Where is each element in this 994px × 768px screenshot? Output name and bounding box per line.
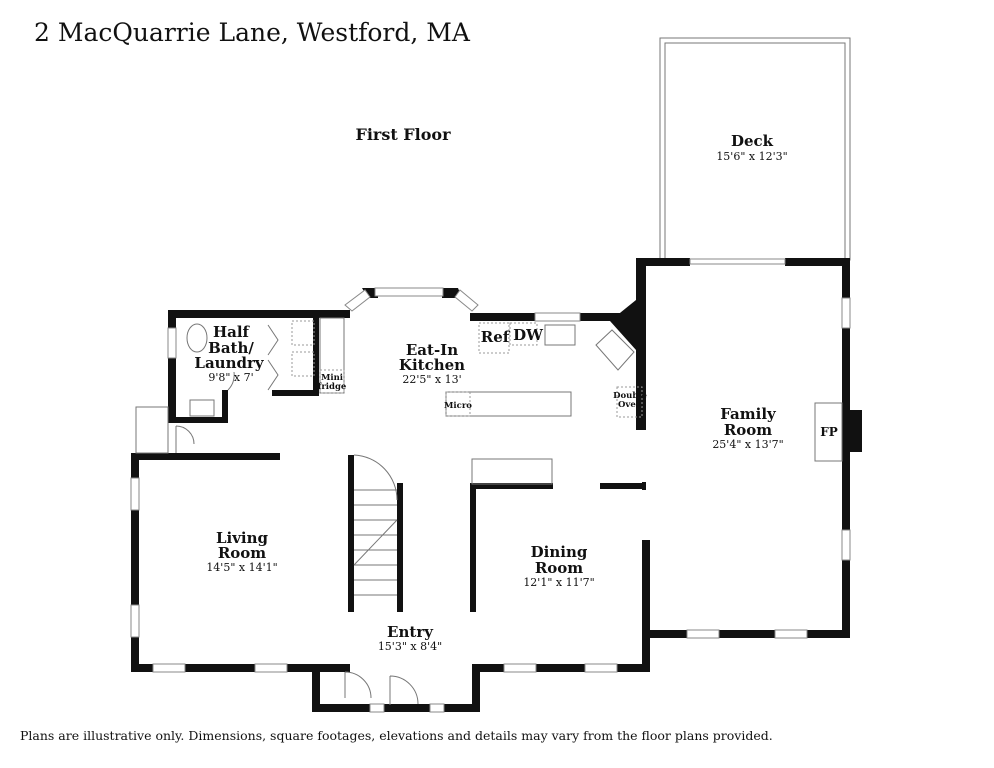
entry-dims: 15'3" x 8'4" [378,640,442,653]
living-name-2: Room [218,544,266,562]
windows [130,258,851,713]
mini-fridge-label-1: Mini [321,373,344,383]
mini-fridge-label-2: fridge [318,382,347,392]
family-name-2: Room [724,421,772,439]
fireplace-label: FP [820,425,838,439]
deck-dims: 15'6" x 12'3" [716,150,787,163]
disclaimer: Plans are illustrative only. Dimensions,… [20,728,773,743]
double-oven-label-1: Double [613,391,647,401]
family-dims: 25'4" x 13'7" [712,438,783,451]
deck-name: Deck [731,132,774,150]
walls [131,258,862,712]
dining-dims: 12'1" x 11'7" [523,576,594,589]
half-bath-name-2: Bath/ [208,339,254,357]
half-bath-name-1: Half [213,323,251,341]
family-name-1: Family [720,405,777,423]
dining-name-2: Room [535,559,583,577]
dining-name-1: Dining [531,543,588,561]
floor-label: First Floor [355,125,451,144]
kitchen-name-1: Eat-In [406,341,458,359]
double-oven-label-2: Oven [618,400,642,410]
ref-label: Ref [481,328,511,346]
kitchen-name-2: Kitchen [399,356,465,374]
fixtures [135,317,843,705]
page-title: 2 MacQuarrie Lane, Westford, MA [34,18,470,47]
kitchen-dims: 22'5" x 13' [402,373,461,386]
living-name-1: Living [216,529,269,547]
living-dims: 14'5" x 14'1" [206,561,277,574]
micro-label: Micro [444,401,472,411]
dw-label: DW [513,326,544,344]
half-bath-dims: 9'8" x 7' [208,371,253,384]
entry-name: Entry [387,623,434,641]
half-bath-name-3: Laundry [194,354,264,372]
